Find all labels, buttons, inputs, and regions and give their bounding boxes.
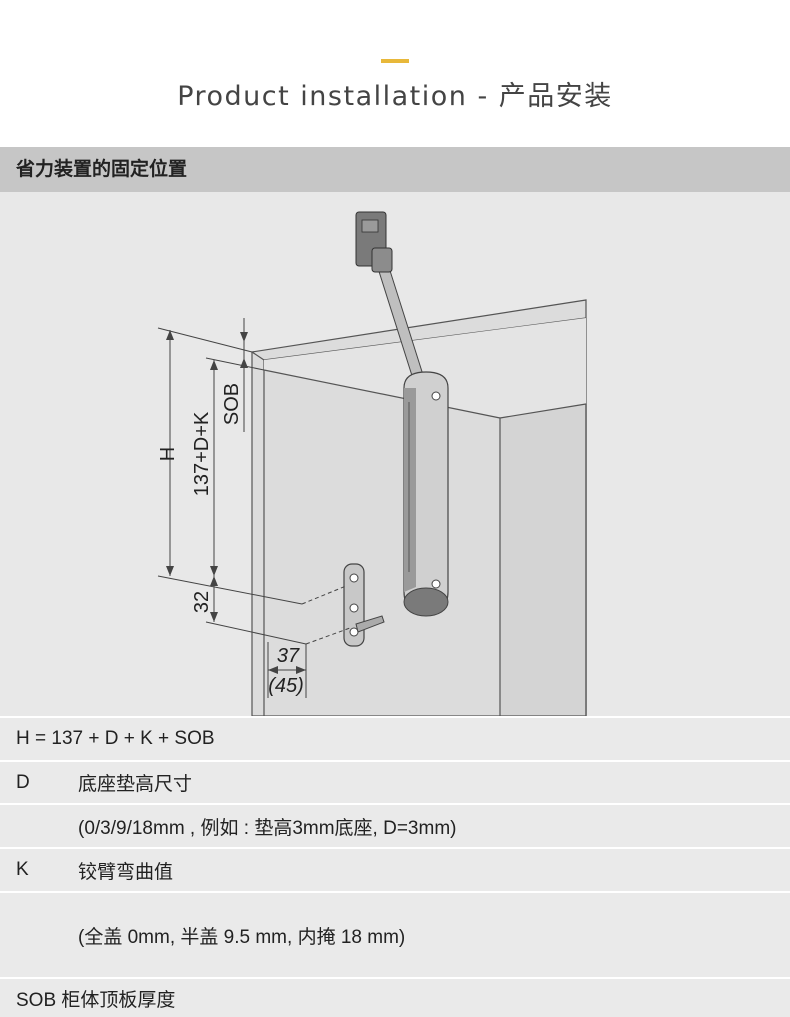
title-accent-bar [381,59,409,63]
spec-key-d: D [16,771,30,793]
spec-label-sob: SOB 柜体顶板厚度 [16,989,176,1011]
spec-note-d-row: (0/3/9/18mm , 例如 : 垫高3mm底座, D=3mm) [0,803,790,847]
cabinet-top-surface [264,318,586,418]
label-45: (45) [268,675,304,697]
arm-bracket [355,211,393,273]
label-37: 37 [277,645,300,667]
page-title: Product installation - 产品安装 [177,81,613,112]
spec-row-sob: SOB 柜体顶板厚度 [0,977,790,1017]
installation-diagram: H 137+D+K SOB 32 37 (45) [0,192,790,716]
label-137-d-k: 137+D+K [191,411,213,496]
spec-label-k: 铰臂弯曲值 [78,861,174,883]
spec-note-k: (全盖 0mm, 半盖 9.5 mm, 内掩 18 mm) [78,926,406,948]
spec-note-d: (0/3/9/18mm , 例如 : 垫高3mm底座, D=3mm) [78,817,457,839]
section-header: 省力装置的固定位置 [0,147,790,192]
dashed-guide-lower [305,627,351,645]
lift-mechanism-body [403,371,449,617]
mounting-plate [343,563,385,647]
spec-row-d: D 底座垫高尺寸 [0,760,790,803]
spec-label-d: 底座垫高尺寸 [78,774,193,795]
formula-row: H = 137 + D + K + SOB [0,716,790,760]
spec-key-k: K [16,859,29,880]
label-sob: SOB [221,383,243,425]
label-32: 32 [191,591,213,613]
spec-row-k: K 铰臂弯曲值 [0,847,790,891]
label-h: H [157,447,179,461]
formula-text: H = 137 + D + K + SOB [16,728,215,749]
dimension-arrows [166,330,306,674]
spec-note-k-row: (全盖 0mm, 半盖 9.5 mm, 内掩 18 mm) [0,891,790,977]
dashed-guide-upper [301,585,347,605]
diagram-svg: H 137+D+K SOB 32 37 (45) [157,211,587,716]
cabinet-front-panel [499,403,587,716]
